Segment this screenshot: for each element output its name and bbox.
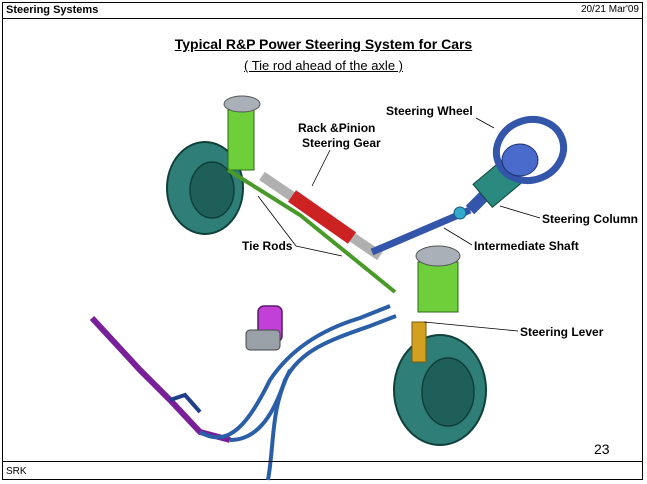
- label-rack-pinion-1: Rack &Pinion: [298, 121, 376, 135]
- label-tie-rods: Tie Rods: [242, 239, 293, 253]
- leader-tie-rods-2: [257, 195, 297, 247]
- label-intermediate-shaft: Intermediate Shaft: [474, 239, 579, 253]
- footer-author: SRK: [6, 466, 27, 477]
- label-steering-column: Steering Column: [542, 212, 639, 226]
- hydraulic-line-1: [198, 304, 391, 440]
- leader-intermediate-shaft: [443, 227, 473, 246]
- leader-steering-wheel: [475, 117, 495, 129]
- steering-knuckle: [411, 321, 427, 363]
- hose-clamp: [169, 392, 202, 414]
- pressure-hose-left: [89, 315, 231, 443]
- header-divider: [2, 18, 643, 19]
- slide-frame: [2, 2, 643, 480]
- leader-steering-column: [499, 205, 541, 219]
- right-wheel-hub: [421, 357, 475, 427]
- label-rack-pinion-2: Steering Gear: [302, 136, 381, 150]
- steering-wheel-hub: [501, 143, 539, 177]
- header-section: Steering Systems: [6, 4, 99, 16]
- leader-steering-lever: [423, 321, 519, 332]
- header-date: 20/21 Mar'09: [580, 4, 639, 15]
- left-spring: [227, 109, 255, 171]
- steering-wheel: [492, 116, 568, 184]
- rack-boot: [287, 190, 357, 244]
- label-steering-wheel: Steering Wheel: [386, 104, 473, 118]
- label-steering-lever: Steering Lever: [520, 325, 604, 339]
- intermediate-shaft: [370, 206, 472, 256]
- tie-rod: [226, 168, 397, 294]
- leader-rack-pinion: [311, 149, 331, 187]
- slide-title: Typical R&P Power Steering System for Ca…: [174, 36, 473, 52]
- right-spring: [417, 261, 459, 313]
- leader-tie-rods: [295, 245, 343, 257]
- footer-divider: [2, 461, 643, 462]
- page-number: 23: [594, 441, 610, 457]
- pump-body: [245, 329, 281, 351]
- left-wheel-hub: [189, 161, 235, 219]
- right-strut-mount: [415, 245, 461, 267]
- left-strut-mount: [223, 95, 261, 113]
- universal-joint: [453, 206, 467, 220]
- hydraulic-line-3: [266, 369, 292, 481]
- slide-subtitle: ( Tie rod ahead of the axle ): [244, 58, 403, 73]
